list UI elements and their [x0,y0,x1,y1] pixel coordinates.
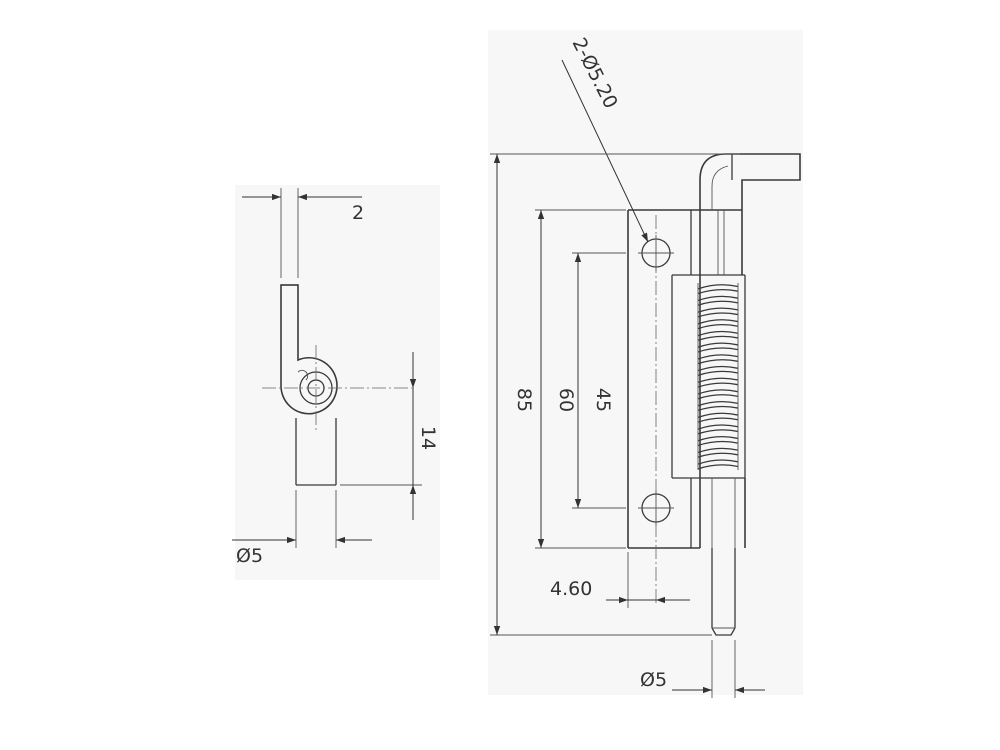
pull-handle [699,153,801,210]
latch-pin [711,548,736,636]
wall-thickness-label: 2 [352,202,364,224]
spring-coil [697,319,739,330]
plate-length-dimension: 60 [535,209,626,549]
spring-coil [697,330,739,341]
spring-coil [697,436,739,447]
spring-coil [697,365,739,376]
hole-pitch-dimension: 45 [572,252,626,509]
spring-coil [697,342,739,353]
spring-coil [697,295,739,306]
spring-coil [697,307,739,318]
plate-length-label: 60 [555,388,577,412]
side-view: 2 14 [232,185,440,580]
mounting-plate [627,209,742,549]
hole-pitch-label: 45 [592,388,614,412]
spring-coil [697,377,739,388]
spring-coil [697,400,739,412]
overall-length-label: 85 [513,388,535,412]
spring-coil [697,412,739,423]
hole-offset-label: 4.60 [550,578,592,600]
barrel-housing [671,210,746,548]
spring-coil [697,389,739,400]
spring-coil [697,354,739,365]
spring [697,283,739,470]
spring-coil [697,459,739,470]
front-view: 2-Ø5.20 85 60 45 [488,30,803,698]
eye-height-dimension: 14 [340,352,439,520]
spring-coil [697,424,739,435]
front-pin-diameter-label: Ø5 [640,669,667,691]
overall-length-dimension: 85 [490,153,740,636]
spring-coil [697,284,739,295]
front-pin-diameter-dimension: Ø5 [640,640,765,698]
side-pin-diameter-dimension: Ø5 [232,490,372,567]
spring-coil [697,447,739,458]
side-pin-diameter-label: Ø5 [236,545,263,567]
eye-height-label: 14 [417,426,439,450]
wall-thickness-dimension: 2 [242,188,364,278]
front-view-panel [488,30,803,695]
hole-offset-dimension: 4.60 [550,552,690,608]
